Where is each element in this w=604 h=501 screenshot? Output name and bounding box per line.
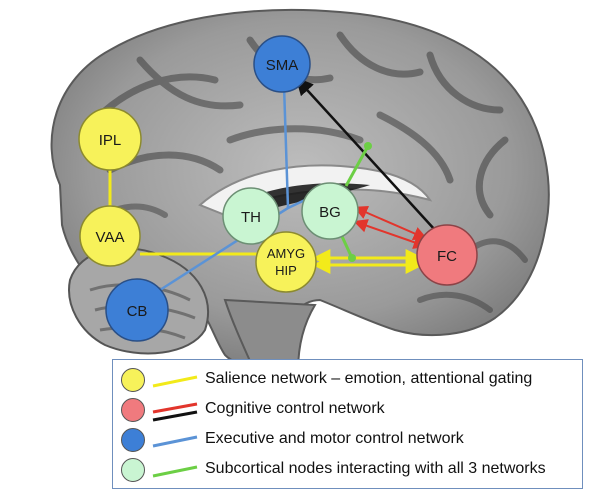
amyg-hip-circle [255, 231, 317, 293]
cb-circle [105, 278, 169, 342]
blue-line-icon [152, 435, 198, 448]
fc-bg-cognitive-edge-2 [353, 219, 428, 249]
network-nodes: SMA IPL VAA TH BG AMYG HIP [78, 35, 478, 342]
node-sma: SMA [253, 35, 311, 93]
node-vaa: VAA [79, 205, 141, 267]
bg-sma-subcortical-edge [344, 145, 370, 187]
legend-label-executive: Executive and motor control network [205, 430, 464, 447]
vaa-label: VAA [96, 229, 125, 246]
fc-sma-cognitive-edge [295, 77, 436, 231]
node-fc: FC [416, 224, 478, 286]
th-label: TH [241, 209, 261, 226]
node-th: TH [222, 187, 280, 245]
bg-circle [301, 182, 359, 240]
red-dot-icon [121, 398, 145, 422]
node-ipl: IPL [78, 107, 142, 171]
ipl-circle [78, 107, 142, 171]
fc-label: FC [437, 248, 457, 265]
legend-item-salience: Salience network – emotion, attentional … [113, 368, 582, 392]
cb-label: CB [127, 303, 148, 320]
yellow-dot-icon [121, 368, 145, 392]
red-black-line-icon [152, 402, 198, 422]
light-green-dot-icon [121, 458, 145, 482]
network-connections [108, 77, 436, 292]
green-line-icon [152, 465, 198, 478]
sma-label: SMA [266, 57, 299, 74]
junction-bg-executive-edge [287, 198, 306, 210]
th-circle [222, 187, 280, 245]
vaa-circle [79, 205, 141, 267]
sma-th-executive-edge [282, 84, 290, 209]
legend-label-salience: Salience network – emotion, attentional … [205, 370, 533, 387]
bg-sma-junction-dot [364, 142, 372, 150]
fc-circle [416, 224, 478, 286]
node-bg: BG [301, 182, 359, 240]
amyg-label: AMYG [267, 246, 305, 261]
ipl-label: IPL [99, 132, 122, 149]
hip-label: HIP [275, 263, 297, 278]
legend-label-subcortical: Subcortical nodes interacting with all 3… [205, 460, 546, 477]
sma-circle [253, 35, 311, 93]
bg-amyg-junction-dot [348, 254, 356, 262]
legend: Salience network – emotion, attentional … [112, 359, 583, 489]
node-amyg-hip: AMYG HIP [255, 231, 317, 293]
legend-item-executive: Executive and motor control network [113, 428, 582, 452]
bg-label: BG [319, 204, 341, 221]
legend-label-cognitive: Cognitive control network [205, 400, 385, 417]
legend-item-subcortical: Subcortical nodes interacting with all 3… [113, 458, 582, 482]
blue-dot-icon [121, 428, 145, 452]
node-cb: CB [105, 278, 169, 342]
yellow-line-icon [152, 375, 198, 388]
legend-item-cognitive: Cognitive control network [113, 398, 582, 422]
